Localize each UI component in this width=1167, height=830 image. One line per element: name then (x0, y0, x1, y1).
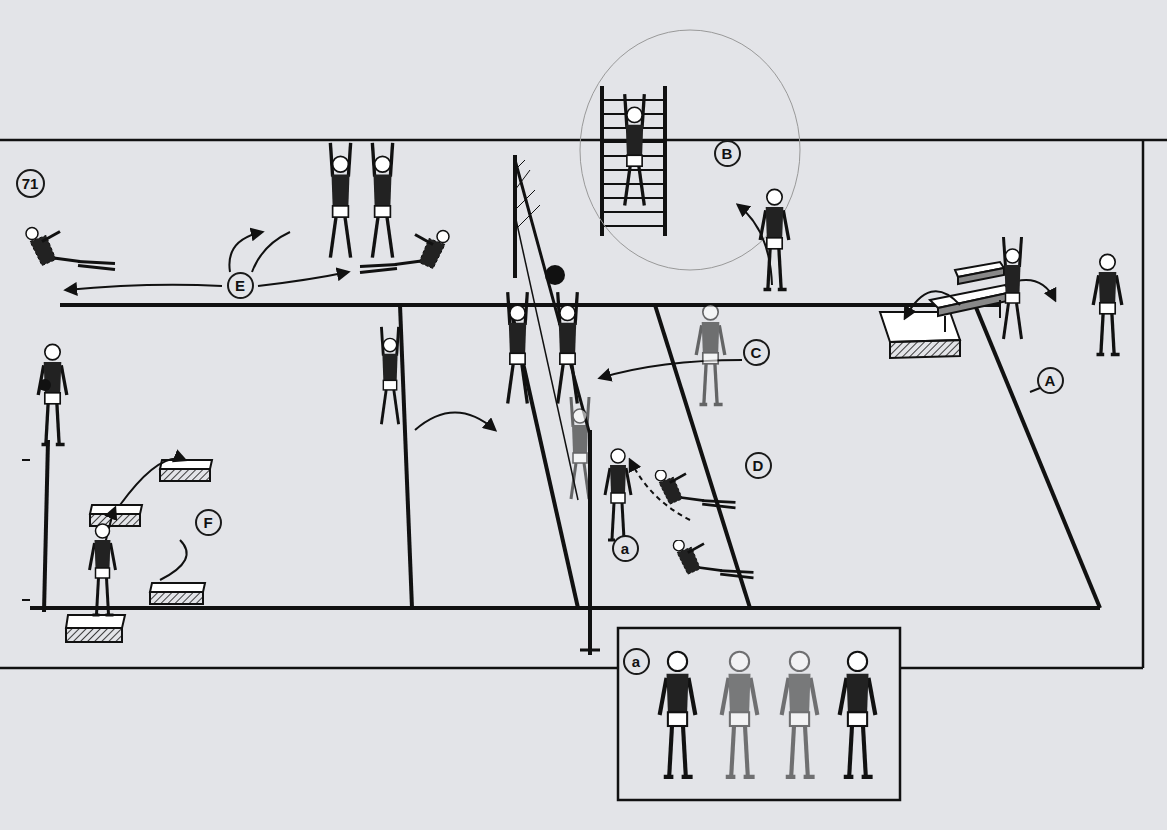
station-marker: D (745, 452, 772, 479)
station-marker: a (623, 648, 650, 675)
station-letter: C (751, 345, 762, 360)
station-marker: A (1037, 367, 1064, 394)
plyo-boxes (66, 460, 212, 642)
station-marker: 71 (16, 169, 45, 198)
station-letter: A (1045, 373, 1056, 388)
station-letter: D (753, 458, 764, 473)
wall-bars (602, 86, 665, 236)
station-letter: B (722, 146, 733, 161)
station-marker: E (227, 272, 254, 299)
station-letter: a (621, 541, 629, 556)
motion-arrows (66, 205, 1055, 580)
station-letter: F (203, 515, 212, 530)
hall-outline (0, 140, 1167, 668)
benches-and-mat (880, 262, 1012, 358)
station-letter: E (235, 278, 245, 293)
station-letter: 71 (22, 176, 39, 191)
station-letter: a (632, 654, 640, 669)
station-marker: a (612, 535, 639, 562)
station-marker: C (743, 339, 770, 366)
inset-panel (618, 628, 900, 800)
players (26, 94, 1122, 615)
station-marker: F (195, 509, 222, 536)
station-marker: B (714, 140, 741, 167)
volleyball-net (515, 155, 600, 655)
